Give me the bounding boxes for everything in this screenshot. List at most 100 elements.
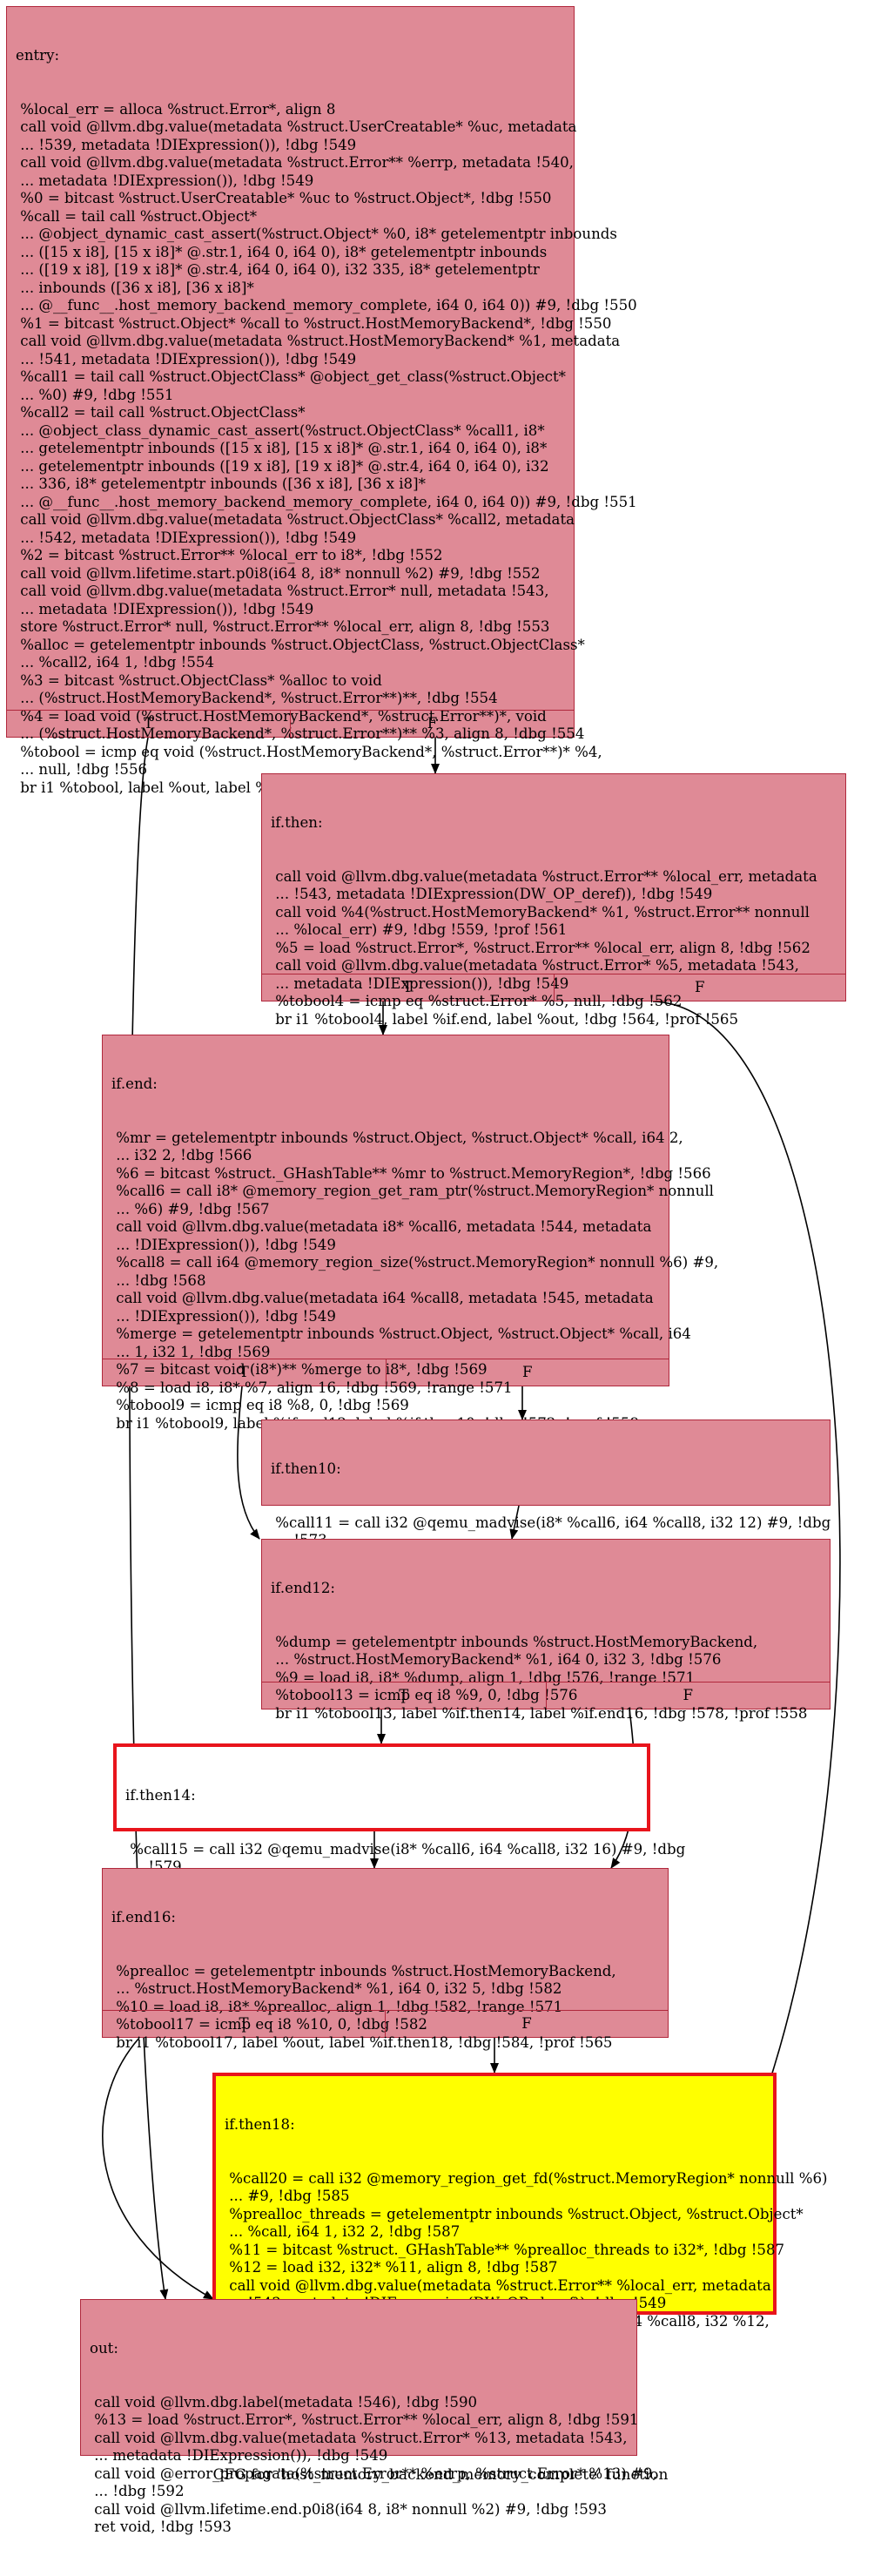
block-if-then10-title: if.then10: <box>271 1460 341 1477</box>
instruction-line: %merge = getelementptr inbounds %struct.… <box>111 1325 691 1342</box>
block-if-end16-ports: T F <box>103 2010 668 2037</box>
port-false: F <box>385 2011 668 2037</box>
instruction-line: call void %4(%struct.HostMemoryBackend* … <box>271 903 810 920</box>
instruction-line: %call20 = call i32 @memory_region_get_fd… <box>225 2169 828 2187</box>
instruction-line: ... %call2, i64 1, !dbg !554 <box>16 654 215 671</box>
instruction-line: ... (%struct.HostMemoryBackend*, %struct… <box>16 690 498 706</box>
instruction-line: %0 = bitcast %struct.UserCreatable* %uc … <box>16 190 552 206</box>
instruction-line: %6 = bitcast %struct._GHashTable** %mr t… <box>111 1164 711 1182</box>
instruction-line: ... @__func__.host_memory_backend_memory… <box>16 493 637 510</box>
edge-ifend16-T-out <box>102 2037 214 2300</box>
block-if-then18-title: if.then18: <box>225 2116 295 2133</box>
instruction-line: ... @__func__.host_memory_backend_memory… <box>16 297 637 314</box>
block-if-end-title: if.end: <box>111 1076 158 1092</box>
instruction-line: ... %struct.HostMemoryBackend* %1, i64 0… <box>271 1651 722 1668</box>
instruction-line: %tobool17 = icmp eq i8 %10, 0, !dbg !582 <box>111 2016 427 2033</box>
edge-entry-T-out <box>129 737 169 2300</box>
instruction-line: call void @llvm.dbg.value(metadata i64 %… <box>111 1290 654 1306</box>
port-false: F <box>385 1359 669 1386</box>
instruction-line: %call = tail call %struct.Object* <box>16 207 258 225</box>
instruction-line: %2 = bitcast %struct.Error** %local_err … <box>16 547 443 563</box>
instruction-line: %tobool = icmp eq void (%struct.HostMemo… <box>16 743 602 760</box>
instruction-line: %local_err = alloca %struct.Error*, alig… <box>16 100 336 118</box>
instruction-line: ... null, !dbg !556 <box>16 761 148 778</box>
instruction-line: ... @object_dynamic_cast_assert(%struct.… <box>16 226 617 242</box>
instruction-line: %call8 = call i64 @memory_region_size(%s… <box>111 1254 719 1271</box>
instruction-line: ... !dbg !592 <box>90 2483 185 2499</box>
instruction-line: ... metadata !DIExpression()), !dbg !549 <box>271 974 569 992</box>
instruction-line: ... #9, !dbg !585 <box>225 2188 350 2204</box>
block-if-then14-title: if.then14: <box>125 1787 196 1804</box>
instruction-line: call void @llvm.dbg.value(metadata %stru… <box>271 867 817 885</box>
instruction-line: %tobool9 = icmp eq i8 %8, 0, !dbg !569 <box>111 1397 409 1413</box>
instruction-line: %1 = bitcast %struct.Object* %call to %s… <box>16 314 612 332</box>
block-if-end-body: if.end: %mr = getelementptr inbounds %st… <box>103 1035 719 1472</box>
instruction-line: call void @llvm.dbg.value(metadata i8* %… <box>111 1218 652 1235</box>
instruction-line: %9 = load i8, i8* %dump, align 1, !dbg !… <box>271 1669 696 1686</box>
instruction-line: ... metadata !DIExpression()), !dbg !549 <box>90 2447 388 2464</box>
instruction-line: ... ([19 x i8], [19 x i8]* @.str.4, i64 … <box>16 261 540 278</box>
block-if-then10: if.then10: %call11 = call i32 @qemu_madv… <box>261 1419 831 1567</box>
block-if-end12-title: if.end12: <box>271 1580 335 1596</box>
instruction-line: %mr = getelementptr inbounds %struct.Obj… <box>111 1129 683 1146</box>
instruction-line: ... getelementptr inbounds ([15 x i8], [… <box>16 440 548 456</box>
instruction-line: call void @llvm.dbg.label(metadata !546)… <box>90 2393 478 2411</box>
instruction-line: %call11 = call i32 @qemu_madvise(i8* %ca… <box>271 1514 831 1531</box>
instruction-line: call void @llvm.dbg.value(metadata %stru… <box>16 333 621 349</box>
instruction-line: %13 = load %struct.Error*, %struct.Error… <box>90 2411 639 2428</box>
instruction-line: call void @llvm.dbg.value(metadata %stru… <box>16 583 549 599</box>
block-if-end12-body: if.end12: %dump = getelementptr inbounds… <box>262 1540 830 1762</box>
instruction-line: ... @object_class_dynamic_cast_assert(%s… <box>16 421 545 439</box>
instruction-line: ... !DIExpression()), !dbg !549 <box>111 1307 336 1325</box>
block-if-end16: if.end16: %prealloc = getelementptr inbo… <box>102 1868 669 2051</box>
block-entry-lines: %local_err = alloca %struct.Error*, alig… <box>16 100 637 798</box>
edge-ifend-T-ifend12 <box>237 1386 260 1540</box>
block-if-then-ports: T F <box>262 974 845 1001</box>
instruction-line: %call15 = call i32 @qemu_madvise(i8* %ca… <box>125 1840 686 1858</box>
block-if-then14: if.then14: %call15 = call i32 @qemu_madv… <box>113 1743 685 1893</box>
instruction-line: %tobool4 = icmp eq %struct.Error* %5, nu… <box>271 993 683 1009</box>
instruction-line: br i1 %tobool13, label %if.then14, label… <box>271 1704 808 1722</box>
instruction-line: ... ([15 x i8], [15 x i8]* @.str.1, i64 … <box>16 243 548 260</box>
instruction-line: call void @llvm.dbg.value(metadata %stru… <box>16 511 575 528</box>
edge-ifthen10-ifend12 <box>509 1505 520 1540</box>
instruction-line: %8 = load i8, i8* %7, align 16, !dbg !56… <box>111 1379 513 1396</box>
instruction-line: ... !DIExpression()), !dbg !549 <box>111 1236 336 1253</box>
instruction-line: ... !543, metadata !DIExpression(DW_OP_d… <box>271 886 713 902</box>
instruction-line: ... !dbg !568 <box>111 1271 206 1289</box>
instruction-line: ... getelementptr inbounds ([19 x i8], [… <box>16 457 549 475</box>
block-entry-ports: T F <box>7 710 574 737</box>
instruction-line: call void @llvm.dbg.value(metadata %stru… <box>90 2429 628 2446</box>
instruction-line: %prealloc = getelementptr inbounds %stru… <box>111 1962 616 1979</box>
block-if-end-lines: %mr = getelementptr inbounds %struct.Obj… <box>111 1129 719 1433</box>
instruction-line: %prealloc_threads = getelementptr inboun… <box>225 2205 804 2222</box>
block-if-then: if.then: call void @llvm.dbg.value(metad… <box>261 773 846 1028</box>
instruction-line: ... !542, metadata !DIExpression()), !db… <box>16 529 357 546</box>
instruction-line: br i1 %tobool17, label %out, label %if.t… <box>111 2033 613 2051</box>
instruction-line: %dump = getelementptr inbounds %struct.H… <box>271 1633 758 1650</box>
instruction-line: ... %0) #9, !dbg !551 <box>16 386 174 403</box>
port-true: T <box>143 715 154 732</box>
instruction-line: ... %struct.HostMemoryBackend* %1, i64 0… <box>111 1980 562 1997</box>
instruction-line: call void @llvm.lifetime.start.p0i8(i64 … <box>16 564 541 582</box>
port-false: F <box>290 711 574 737</box>
block-if-end: if.end: %mr = getelementptr inbounds %st… <box>102 1035 718 1432</box>
block-entry: entry: %local_err = alloca %struct.Error… <box>6 6 637 796</box>
block-if-end16-body: if.end16: %prealloc = getelementptr inbo… <box>103 1869 668 2091</box>
instruction-line: ... metadata !DIExpression()), !dbg !549 <box>16 172 314 189</box>
instruction-line: call void @llvm.lifetime.end.p0i8(i64 8,… <box>90 2500 607 2518</box>
instruction-line: call void @llvm.dbg.value(metadata %stru… <box>16 118 577 135</box>
instruction-line: %5 = load %struct.Error*, %struct.Error*… <box>271 939 810 956</box>
instruction-line: %call6 = call i8* @memory_region_get_ram… <box>111 1183 714 1199</box>
port-false: F <box>545 1682 831 1709</box>
block-if-then-title: if.then: <box>271 814 323 831</box>
block-entry-body: entry: %local_err = alloca %struct.Error… <box>7 7 637 836</box>
block-if-end12-lines: %dump = getelementptr inbounds %struct.H… <box>271 1634 823 1723</box>
instruction-line: ... i32 2, !dbg !566 <box>111 1147 252 1163</box>
instruction-line: %call2 = tail call %struct.ObjectClass* <box>16 404 306 421</box>
instruction-line: ... %local_err) #9, !dbg !559, !prof !56… <box>271 921 568 938</box>
port-false: F <box>553 974 846 1001</box>
block-if-then-body: if.then: call void @llvm.dbg.value(metad… <box>262 774 845 1068</box>
instruction-line: %call1 = tail call %struct.ObjectClass* … <box>16 368 566 385</box>
instruction-line: %tobool13 = icmp eq i8 %9, 0, !dbg !576 <box>271 1687 578 1703</box>
